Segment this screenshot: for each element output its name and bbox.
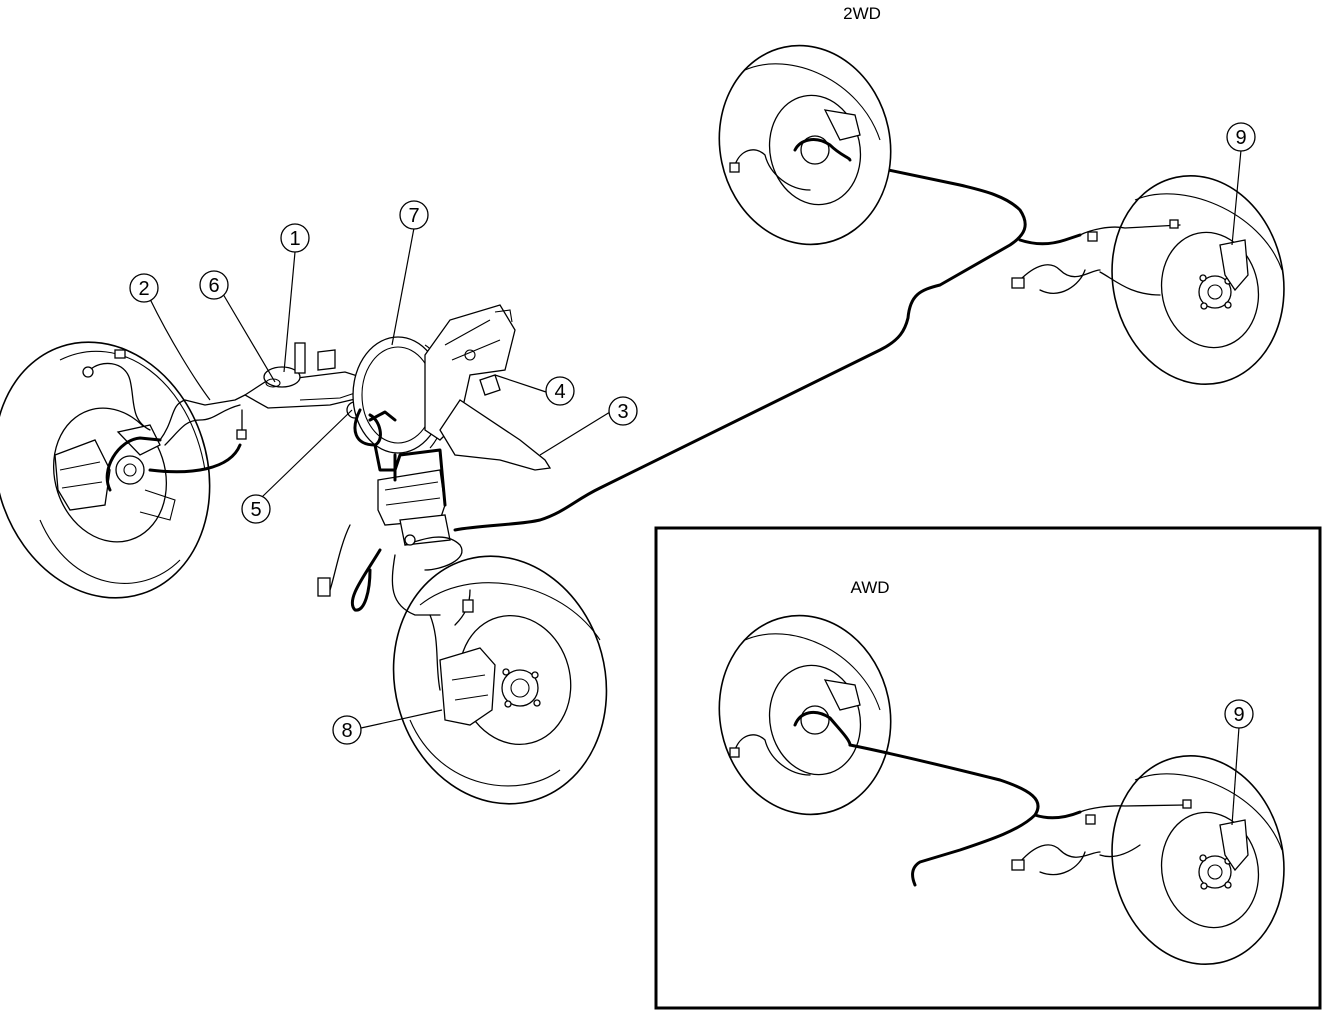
awd-rear-brake-line (848, 743, 1040, 887)
callout-9-2wd-number: 9 (1235, 127, 1246, 149)
awd-inset (654, 526, 1322, 1010)
brake-pedal-assembly (424, 304, 552, 471)
front-right-wheel (391, 554, 608, 805)
rear-brake-line (453, 160, 1082, 532)
front-left-wheel (0, 341, 211, 599)
callout-2-number: 2 (138, 278, 149, 300)
callout-4-number: 4 (554, 381, 565, 403)
callout-8-number: 8 (341, 720, 352, 742)
callout-8: 8 (332, 715, 362, 745)
callout-3-number: 3 (617, 401, 628, 423)
rear-right-wheel-awd (1011, 754, 1285, 966)
callout-9-awd: 9 (1224, 699, 1254, 729)
callout-6-number: 6 (208, 275, 219, 297)
front-left-brake-lines (148, 394, 247, 474)
callout-1: 1 (280, 223, 310, 253)
callout-2: 2 (129, 273, 159, 303)
callout-1-number: 1 (289, 228, 300, 250)
callout-7: 7 (399, 200, 429, 230)
label-2wd: 2WD (843, 4, 881, 23)
callout-3: 3 (608, 396, 638, 426)
callout-4: 4 (545, 376, 575, 406)
awd-inset-frame (654, 526, 1322, 1010)
callout-5-number: 5 (250, 499, 261, 521)
rear-right-wheel-2wd (1011, 174, 1285, 386)
callout-9-awd-number: 9 (1233, 704, 1244, 726)
callout-7-number: 7 (408, 205, 419, 227)
master-cylinder-assembly (243, 342, 373, 419)
hydraulic-unit (317, 408, 463, 612)
label-awd: AWD (850, 578, 889, 597)
rear-left-wheel-awd (718, 614, 892, 816)
callout-9-2wd: 9 (1226, 122, 1256, 152)
rear-left-wheel-2wd (718, 44, 892, 246)
callout-6: 6 (199, 270, 229, 300)
callout-5: 5 (241, 494, 271, 524)
